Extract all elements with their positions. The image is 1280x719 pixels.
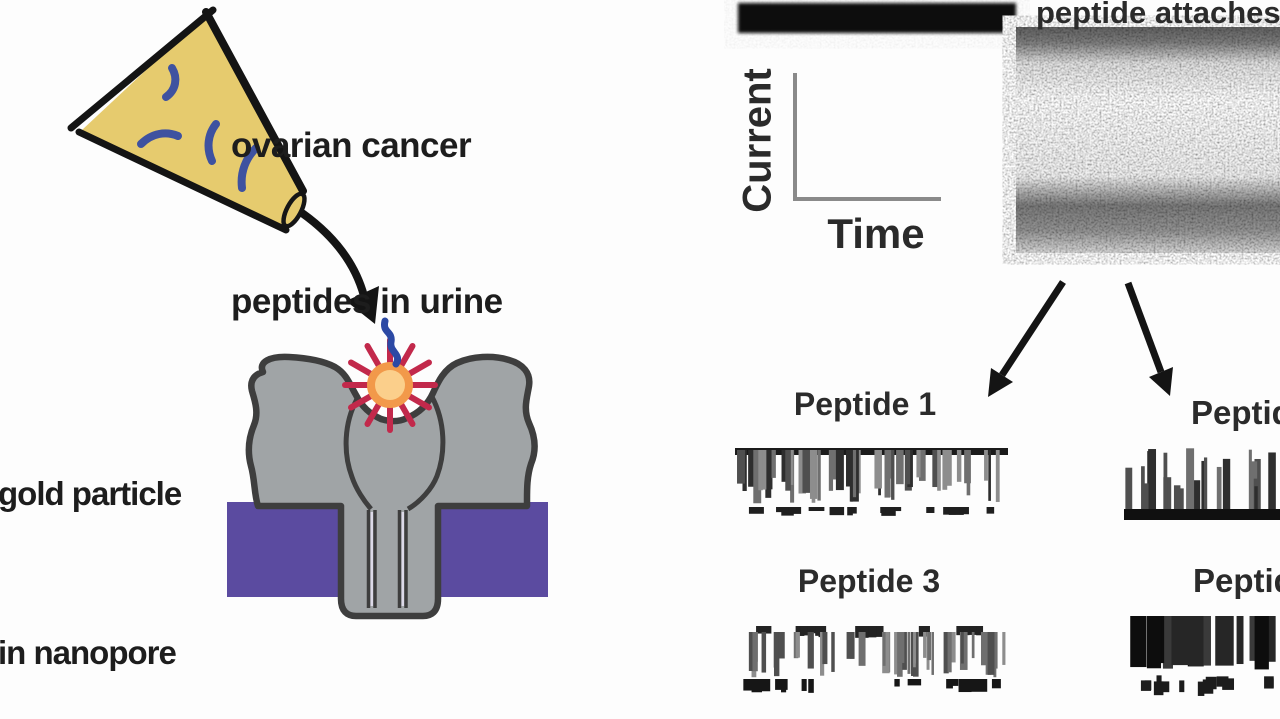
beaker-body: [82, 14, 304, 230]
peptide-2-label: Peptide 2: [1191, 394, 1280, 431]
pore-label: gold particle in nanopore: [0, 361, 182, 719]
current-axis-label: Current: [735, 68, 780, 213]
left-branch-arrowhead: [988, 368, 1013, 397]
current-trace-graphic: [738, 0, 1280, 253]
noisy-signal-bands: [1016, 27, 1280, 253]
pour-arrow: [299, 209, 379, 324]
pore-label-line1: gold particle: [0, 475, 182, 512]
nanopore-body: [245, 353, 538, 620]
beaker-right-edge: [202, 8, 307, 195]
sample-label: ovarian cancer peptides in urine: [231, 16, 503, 432]
time-axis-label: Time: [827, 210, 925, 257]
pore-channel-lines: [343, 395, 446, 608]
branch-arrows: [988, 280, 1173, 397]
peptide-4-label: Peptide 4: [1193, 562, 1280, 599]
trace-axes: [793, 73, 941, 201]
beaker-left-edge: [75, 128, 290, 234]
sample-label-line2: peptides in urine: [231, 282, 503, 321]
beaker-rim: [67, 6, 217, 132]
open-pore-baseline-band: [738, 3, 1016, 33]
pour-arrowhead: [346, 286, 379, 324]
burst-rays: [342, 337, 438, 433]
pore-label-line2: in nanopore: [0, 634, 177, 671]
right-branch-arrowhead: [1149, 367, 1173, 396]
sample-beaker-graphic: [67, 6, 307, 234]
nanopore-graphic: [227, 317, 548, 620]
peptide-barcode-traces: [735, 448, 1280, 696]
gold-particle: [342, 317, 438, 433]
peptide-1-label: Peptide 1: [793, 386, 937, 422]
sample-label-line1: ovarian cancer: [231, 126, 472, 165]
peptide-attaches-label: peptide attaches: [1036, 0, 1280, 30]
peptide-3-label: Peptide 3: [797, 563, 941, 599]
attached-peptide-squiggle: [381, 317, 401, 368]
peptide-squiggles: [137, 64, 260, 192]
